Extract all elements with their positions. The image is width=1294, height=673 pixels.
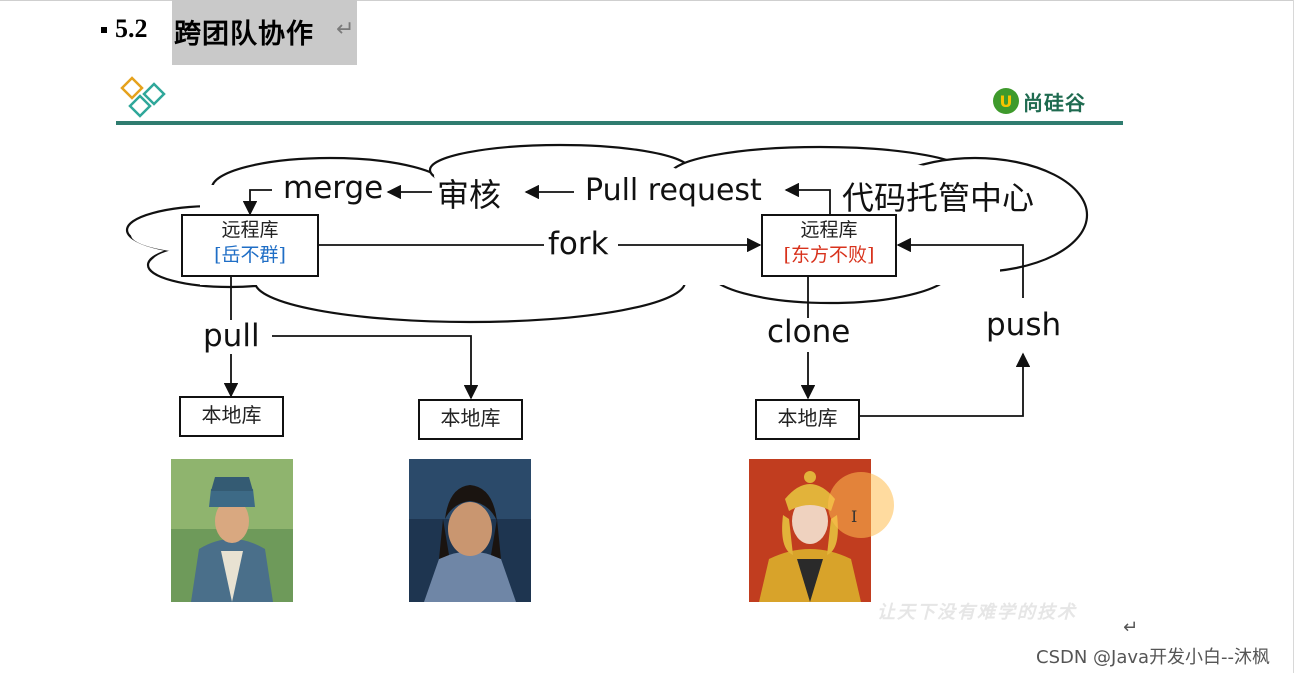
frame-top-border [0, 0, 1294, 1]
heading-bullet [101, 27, 107, 33]
paragraph-return-mark: ↵ [336, 17, 355, 42]
cursor-highlight [828, 472, 894, 538]
local-repo-1[interactable]: 本地库 [179, 396, 284, 437]
slide-header-rule [116, 121, 1123, 125]
review-label: 审核 [437, 176, 502, 214]
push-label: push [986, 307, 1062, 343]
remote-repo-left-owner: [岳不群] [214, 244, 286, 266]
heading-number: 5.2 [115, 14, 148, 43]
remote-repo-right[interactable]: 远程库 [东方不败] [761, 214, 897, 277]
diamond-logo-icon [120, 76, 166, 118]
local-repo-3[interactable]: 本地库 [755, 399, 860, 440]
paragraph-return-mark-2: ↵ [1123, 617, 1139, 638]
brand-mark-icon: U [993, 88, 1019, 114]
brand-name: 尚硅谷 [1023, 90, 1086, 115]
csdn-watermark: CSDN @Java开发小白--沐枫 [1036, 647, 1271, 668]
slogan-watermark: 让天下没有难学的技术 [877, 602, 1077, 623]
pull-label: pull [203, 318, 260, 354]
code-hosting-center-label: 代码托管中心 [842, 179, 1035, 217]
clone-label: clone [767, 314, 851, 350]
remote-repo-left-name: 远程库 [221, 219, 279, 241]
heading-selection-highlight [172, 0, 357, 65]
heading-title[interactable]: 跨团队协作 [174, 19, 314, 50]
flow-arrows [223, 182, 1031, 417]
remote-repo-right-name: 远程库 [800, 219, 858, 241]
local-repo-2[interactable]: 本地库 [418, 399, 523, 440]
brand-logo: U 尚硅谷 [993, 86, 1086, 116]
remote-repo-left[interactable]: 远程库 [岳不群] [181, 214, 319, 277]
merge-label: merge [283, 170, 384, 206]
portrait-yue-buqun [171, 459, 293, 602]
pull-request-label: Pull request [585, 173, 762, 208]
fork-label: fork [548, 226, 609, 262]
text-cursor-icon: I [851, 507, 858, 526]
portrait-young-swordsman [409, 459, 531, 602]
remote-repo-right-owner: [东方不败] [783, 244, 875, 266]
